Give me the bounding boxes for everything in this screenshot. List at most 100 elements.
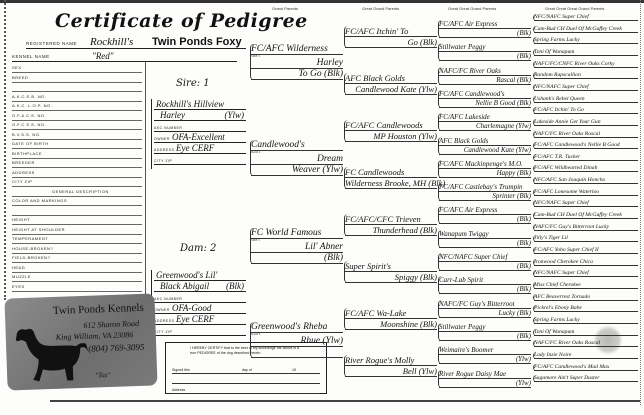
form-field-label: ADDRESS [12,169,37,175]
form-field[interactable]: HOUSE-BROKEN? [12,243,142,254]
form-field[interactable]: BREED [12,72,142,83]
form-field[interactable]: TEMPERAMENT [12,233,142,244]
grandparent-role: DAM 4 [251,150,261,154]
form-field[interactable]: B.V.S.S. No. [12,129,142,140]
great-great-grandparent-entry: Wanapum Twiggy(Blk) [438,229,531,248]
great-great-grandparent-entry: River Rogue Daisy Mae(Ylw) [438,369,531,388]
great-great-grandparent-name-line1: FC/AFC Lakeside [439,113,531,123]
great-great-grandparent-name-line1: NAFC/FC River Oaks [439,67,531,76]
great-great-great-grandparent-entry: FC/AFC Candlewood's Mad Max [533,363,638,371]
form-field[interactable]: ADDRESS [12,167,142,178]
great-great-great-grandparent-name: NAFC/FC Guy's Bitterroot Lucky [534,224,638,231]
great-great-grandparent-name-line2: Sprinter (Blk) [439,192,531,202]
great-great-great-grandparent-name: Jilly's Tiger Lil [534,235,638,243]
certification-box: I HEREBY CERTIFY that to the best of my … [165,342,327,394]
form-field[interactable]: BREEDER [12,157,142,168]
form-field-label: B.V.S.S. No. [12,131,43,137]
great-great-grandparent-name-line1: Weimaire's Boomer [439,346,531,356]
form-field[interactable] [12,81,142,92]
great-great-grandparent-name-line2: (Blk) [439,215,531,225]
dam-name-line2: Black Abigail [160,281,210,291]
great-great-grandparent-name-line1: NFC/NAFC Super Chief [439,253,531,262]
great-great-grandparent-name-line2: Happy (Blk) [439,169,531,178]
great-great-great-grandparent-name: NFC/NAFC Super Chief [534,200,638,208]
great-great-grandparent-name-line2: (Ylw) [439,355,531,365]
form-field[interactable]: SEX [12,62,142,73]
great-grandparent-name-line2: Thunderhead (Blk) [345,225,437,236]
dam-box: Greenwood's Lil' Black Abigail(Blk) AKC … [151,270,246,340]
great-grandparent-name-line1: FC/AFC/CFC Trieven [345,214,437,225]
form-field[interactable]: EYES [12,281,142,292]
great-great-great-grandparent-name: Sagamore Ain't Super Duster [534,375,638,383]
form-field-label: EYES [12,283,27,289]
great-great-grandparent-name-line2: Rascal (Blk) [439,76,531,85]
dam-label: Dam: 2 [180,243,217,254]
great-grandparent-name-line2: Spiggy (Blk) [345,272,437,283]
form-field[interactable]: HEIGHT AT SHOULDER [12,224,142,235]
form-field[interactable] [12,205,142,216]
great-great-grandparent-name-line1: River Rogue Daisy Mae [439,370,531,379]
great-great-great-grandparent-name: Random Rapscallion [534,72,638,80]
form-field-label: SEX [12,65,24,70]
great-grandparent-name-line2: Candlewood Kate (Ylw) [345,84,437,95]
form-field[interactable]: O.F.C.S.S. No. [12,119,142,130]
great-grandparent-name-line1: River Rogue's Molly [345,355,437,366]
form-field[interactable]: A.K.C. L.O.P. No. [12,100,142,111]
form-field[interactable]: COLOR AND MARKINGS [12,195,142,206]
great-grandparent-name-line2: Moonshine (Blk) [345,319,437,330]
great-great-grandparent-name-line2: Charlemagne (Ylw) [439,122,531,132]
form-field[interactable]: A.K.C.S.B. No. [12,91,142,102]
form-field[interactable]: FIELD-BROKEN? [12,252,142,263]
great-grandparent-name-line1: FC/AFC Wa-Lake [345,308,437,319]
great-great-great-grandparent-entry: NFC/NAFC Super Chief [533,200,638,208]
dam-akc-label: AKC NUMBER [154,297,183,301]
form-field[interactable]: CITY ZIP [12,176,142,187]
dam-address: Eye CERF [176,314,215,324]
form-field[interactable]: GENERAL DESCRIPTION [12,186,142,197]
form-field-label: FIELD-BROKEN? [12,255,53,260]
sire-label: Sire: 1 [176,78,210,89]
dam-owner-label: OWNER [154,308,170,312]
grandparent-name-line2: Harley [251,58,343,69]
header-great-great-great-grand-parents: Great Great Great Grand Parents [545,6,605,11]
form-field[interactable]: DATE OF BIRTH [12,138,142,149]
great-great-great-grandparent-entry: FC/AFC Itchin' To Go [533,107,638,115]
form-field-label: HEAD [12,264,28,270]
ink-smudge [593,325,623,355]
great-great-great-grandparent-name: Ironwood Cherokee Chica [534,259,638,266]
certificate-title: Certificate of Pedigree [55,10,308,32]
registered-name-label: REGISTERED NAME [26,41,78,46]
great-great-great-grandparent-entry: FC/AFC Yoho Super Chief II [533,247,638,254]
form-field[interactable]: HEIGHT [12,214,142,225]
signed-label: Signed this [172,368,190,372]
great-great-great-grandparent-name: Toni Of Wanapum [534,329,638,336]
form-field-label: CITY ZIP [12,179,35,184]
form-field-label: BREED [12,74,31,80]
dam-color: (Blk) [226,281,244,291]
great-great-great-grandparent-name: FC/AFC Yoho Super Chief II [534,247,638,254]
form-field[interactable]: MUZZLE [12,271,142,282]
form-field[interactable]: BIRTHPLACE [12,148,142,159]
form-field-label: HOUSE-BROKEN? [12,245,56,251]
kennel-name-label: KENNEL NAME [12,54,50,59]
kennel-name: Twin Ponds Kennels [52,301,144,317]
form-field[interactable]: O.F.A.C.S. No. [12,110,142,121]
header-great-grand-parents: Great Grand Parents [362,6,400,11]
great-great-grandparent-entry: Stillwater Peggy(Blk) [438,322,531,341]
form-field-label: O.F.A.C.S. No. [12,112,49,118]
great-great-great-grandparent-name: NFC/NAFC Super Chief [534,14,638,21]
grandparent-name-line1: Greenwood's Rheba [251,322,343,333]
great-great-grandparent-name-line1: Carr-Lab Spirit [439,276,531,286]
great-great-great-grandparent-entry: Lady Inzie Noire [533,351,638,359]
sire-box: Rockhill's Hillview Harley(Ylw) AKC NUMB… [151,99,246,169]
great-great-grandparent-name-line2: Nellie B Good (Blk) [439,99,531,108]
form-field[interactable]: HEAD [12,262,142,273]
great-great-great-grandparent-entry: Lakeside Annie Get Your Gun [533,118,638,126]
day-of-label: day of [242,368,252,372]
form-field-label: A.K.C. L.O.P. No. [12,103,55,108]
great-great-great-grandparent-entry: NFC/NAFC Super Chief [533,270,638,278]
